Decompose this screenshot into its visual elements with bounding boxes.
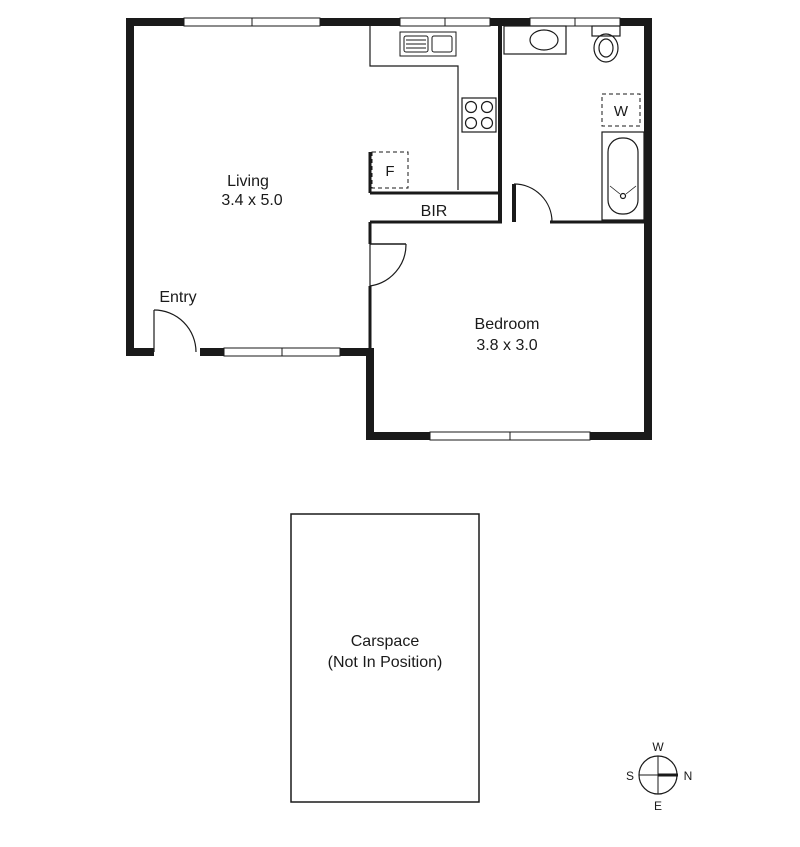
burner	[464, 100, 478, 114]
wall-living-bottom-mid	[200, 348, 224, 356]
living-room-name: Living	[227, 173, 269, 190]
bathtub-icon	[601, 131, 645, 221]
compass-right-label: N	[684, 769, 693, 783]
kitchen-bench-edge	[369, 26, 459, 190]
carspace-outline	[290, 513, 480, 803]
bedroom-room-size: 3.8 x 3.0	[476, 337, 537, 354]
compass-left-label: S	[626, 769, 634, 783]
doors	[153, 183, 553, 353]
entry-label: Entry	[159, 289, 196, 306]
vanity-basin-icon	[503, 25, 567, 55]
washer-space: W	[601, 93, 641, 127]
bathtub-slope	[625, 185, 637, 195]
fridge-outline	[371, 151, 409, 189]
bir-label: BIR	[421, 203, 448, 220]
bathtub-basin	[607, 137, 639, 215]
wall-top	[126, 18, 652, 26]
wall-left	[126, 18, 134, 356]
carspace: Carspace (Not In Position)	[290, 513, 480, 803]
compass-top-label: W	[652, 740, 664, 754]
interior-walls	[368, 26, 648, 352]
fridge-label: F	[385, 163, 394, 180]
bedroom-room-name: Bedroom	[475, 316, 540, 333]
bathtub-drain	[619, 192, 627, 200]
wall-bedroom-left	[366, 348, 374, 440]
sink-outline	[399, 31, 457, 57]
wall-living-bottom-left	[126, 348, 154, 356]
compass-icon: W E S N	[626, 740, 692, 813]
bedroom-door-swing	[369, 243, 407, 287]
fridge-space: F	[371, 151, 409, 189]
basin	[529, 29, 559, 51]
bath-door-swing	[513, 183, 553, 223]
windows	[183, 17, 621, 441]
washer-label: W	[614, 103, 629, 120]
entry-door-swing	[153, 309, 197, 353]
bathtub-outline	[601, 131, 645, 221]
toilet-cistern	[591, 25, 621, 37]
carspace-label: Carspace	[351, 633, 420, 650]
cooktop-outline	[461, 97, 497, 133]
living-room-size: 3.4 x 5.0	[221, 192, 282, 209]
toilet-seat	[598, 38, 614, 58]
wall-bedroom-bottom-left	[366, 432, 430, 440]
cooktop-icon	[461, 97, 497, 133]
compass-bottom-label: E	[654, 799, 662, 813]
vanity-outline	[503, 25, 567, 55]
burner	[480, 100, 494, 114]
toilet-bowl	[593, 33, 619, 63]
sink-icon	[399, 31, 457, 57]
sink-bowl-right	[431, 35, 453, 53]
bath-door-gap	[514, 184, 552, 222]
wall-living-bottom-right	[340, 348, 374, 356]
carspace-note: (Not In Position)	[328, 654, 443, 671]
wall-bedroom-bottom-right	[590, 432, 652, 440]
burner	[464, 116, 478, 130]
kitchen-bench	[369, 26, 459, 190]
toilet-icon	[591, 25, 621, 63]
sink-bowl-left	[403, 35, 429, 53]
exterior-walls	[126, 18, 652, 440]
wall-right	[644, 18, 652, 440]
burner	[480, 116, 494, 130]
bathtub-slope	[609, 185, 621, 195]
